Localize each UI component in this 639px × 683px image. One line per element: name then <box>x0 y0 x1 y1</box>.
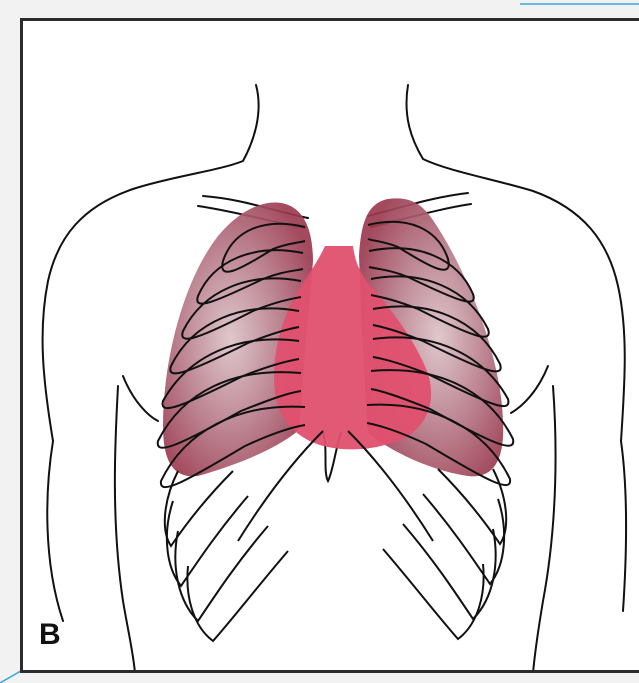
pectoral-left <box>123 376 158 421</box>
panel-label: B <box>39 618 61 652</box>
rib-left-8 <box>165 471 233 546</box>
pectoral-right <box>511 366 548 413</box>
torso-right <box>533 386 556 673</box>
chest-illustration-panel: B <box>20 18 639 673</box>
thorax-drawing <box>23 21 639 673</box>
rib-left-9 <box>167 496 248 586</box>
torso-left <box>115 386 135 673</box>
arm-right <box>621 441 626 611</box>
rib-right-9 <box>423 494 504 584</box>
rib-right-8 <box>438 469 506 544</box>
arm-left <box>47 441 63 621</box>
